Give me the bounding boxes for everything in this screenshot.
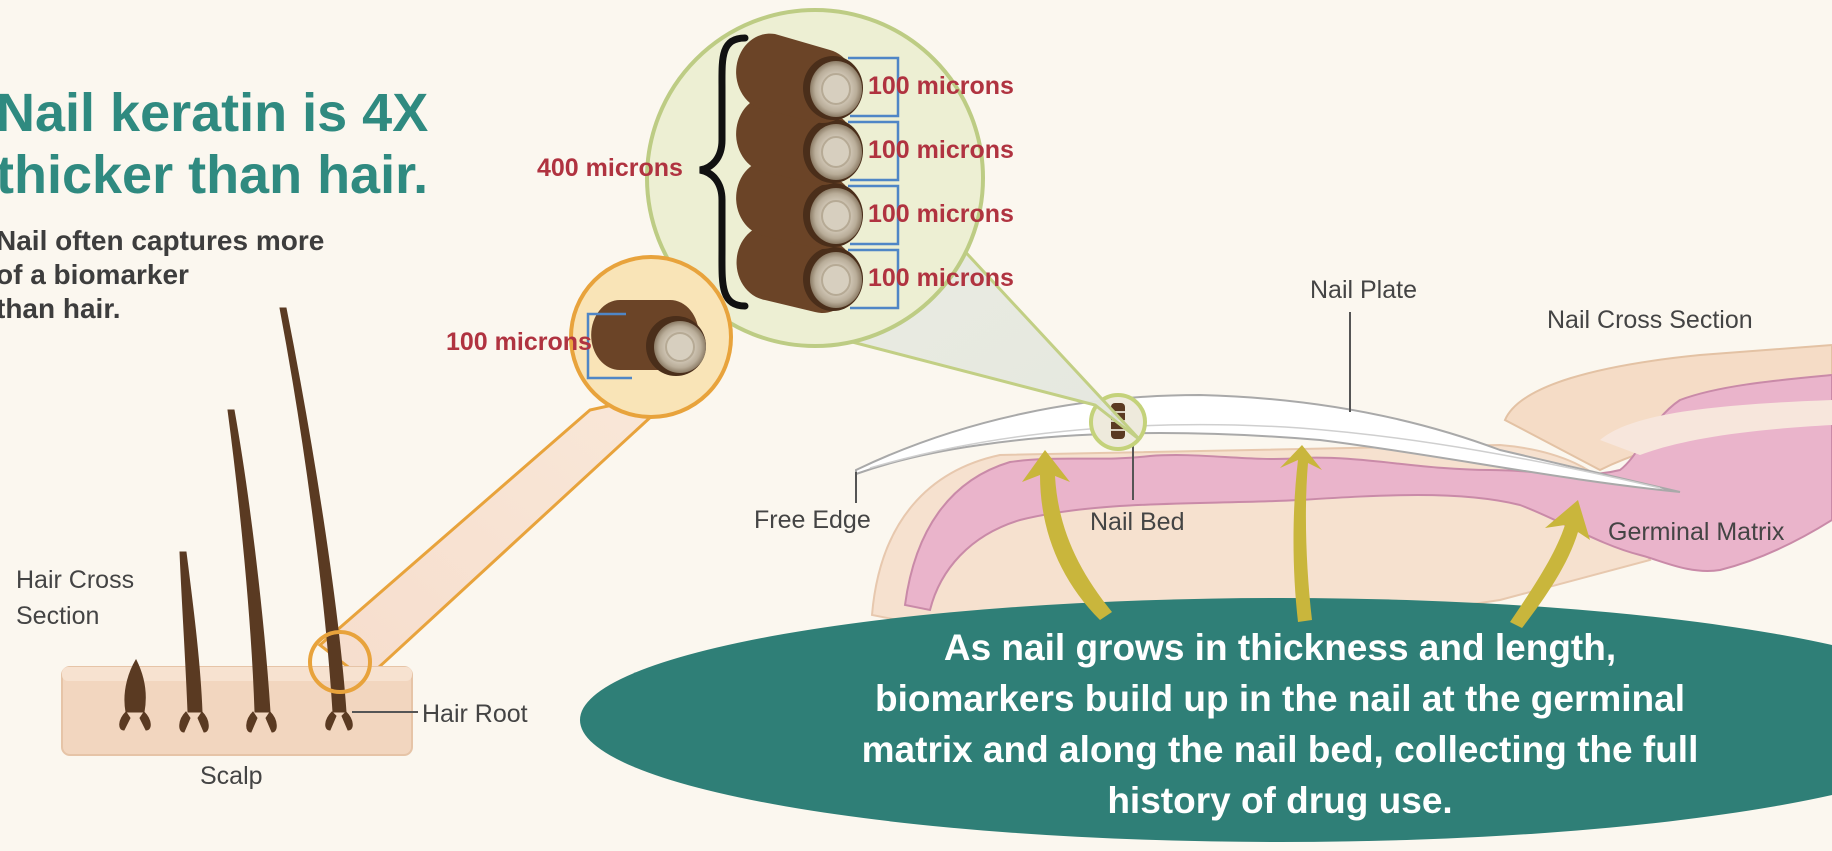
subtext-line-2: of a biomarker — [0, 258, 416, 292]
hair-thickness-label: 100 microns — [446, 328, 592, 357]
hair-cross-section-line-1: Hair Cross — [16, 562, 134, 598]
headline: Nail keratin is 4X thicker than hair. — [0, 82, 496, 206]
subtext: Nail often captures more of a biomarker … — [0, 224, 416, 326]
hair-cross-section-line-2: Section — [16, 598, 134, 634]
headline-line-2: thicker than hair. — [0, 144, 496, 206]
headline-line-1: Nail keratin is 4X — [0, 82, 496, 144]
hair-root-label: Hair Root — [422, 700, 528, 729]
callout-line-4: history of drug use. — [730, 775, 1830, 826]
scalp-illustration — [62, 308, 418, 755]
nail-total-thickness-label: 400 microns — [537, 154, 683, 183]
nail-cross-section-label: Nail Cross Section — [1547, 306, 1753, 335]
nail-layer-label-4: 100 microns — [868, 264, 1014, 293]
hair-magnifier-cone — [320, 390, 680, 680]
callout-line-1: As nail grows in thickness and length, — [730, 622, 1830, 673]
nail-layer-label-1: 100 microns — [868, 72, 1014, 101]
callout-line-3: matrix and along the nail bed, collectin… — [730, 724, 1830, 775]
hair-cross-section-label: Hair Cross Section — [16, 562, 134, 634]
nail-layer-label-2: 100 microns — [868, 136, 1014, 165]
callout-text: As nail grows in thickness and length, b… — [730, 622, 1830, 826]
scalp-label: Scalp — [200, 762, 263, 791]
germinal-matrix-label: Germinal Matrix — [1608, 518, 1784, 547]
subtext-line-3: than hair. — [0, 292, 416, 326]
nail-plate-label: Nail Plate — [1310, 276, 1417, 305]
callout-line-2: biomarkers build up in the nail at the g… — [730, 673, 1830, 724]
free-edge-label: Free Edge — [754, 506, 871, 535]
subtext-line-1: Nail often captures more — [0, 224, 416, 258]
nail-layer-label-3: 100 microns — [868, 200, 1014, 229]
nail-bed-label: Nail Bed — [1090, 508, 1185, 537]
